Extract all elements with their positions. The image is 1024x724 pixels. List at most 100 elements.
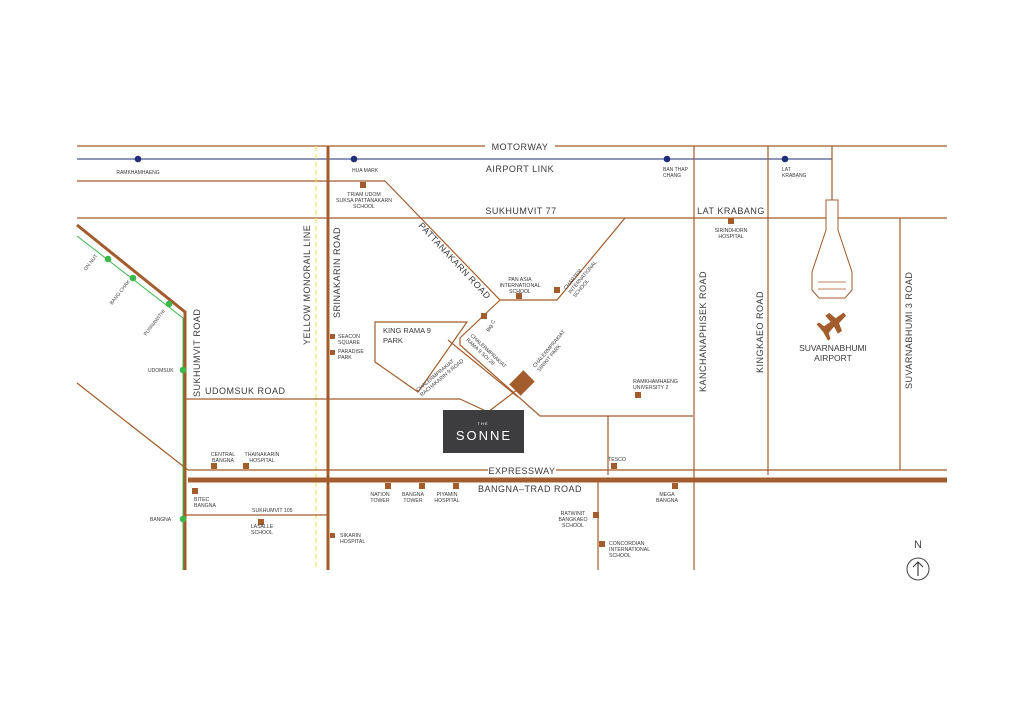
svg-text:HOSPITAL: HOSPITAL	[340, 539, 365, 545]
north-arrow-icon	[912, 561, 924, 576]
station-dot	[781, 155, 789, 163]
svg-text:PARK: PARK	[383, 336, 403, 345]
compass-circle-icon	[906, 557, 930, 581]
yellow-monorail-label: YELLOW MONORAIL LINE	[302, 225, 312, 345]
road-line	[76, 382, 189, 471]
runway-shape	[811, 199, 853, 299]
svg-text:CHALERMPRAKIAT: CHALERMPRAKIAT	[469, 333, 508, 370]
station-lat-krabang-2: KRABANG	[782, 173, 807, 179]
poi-chalerm-park: CHALERMPRAKIAT SIRIKIT PARK	[532, 329, 567, 373]
project-name: SONNE	[456, 428, 512, 443]
svg-text:LASALLE: LASALLE	[251, 524, 274, 530]
station-ban-thap-chang-2: CHANG	[663, 173, 681, 179]
poi-lasalle: LASALLE SCHOOL	[251, 524, 274, 536]
bts-stations: ON NUT BANG CHAK PUNNAWITHI UDOMSUK BANG…	[83, 253, 187, 523]
svg-text:CONCORDIAN: CONCORDIAN	[609, 541, 645, 547]
poi-marker	[728, 218, 734, 224]
station-dot	[350, 155, 358, 163]
poi-charter: CHARTER INTERNATIONAL SCHOOL	[563, 260, 599, 299]
svg-text:RATWINIT: RATWINIT	[561, 511, 587, 517]
poi-marker	[192, 488, 198, 494]
station-dot	[134, 155, 142, 163]
svg-text:BANGNA: BANGNA	[194, 503, 216, 509]
svg-text:INTERNATIONAL: INTERNATIONAL	[609, 547, 650, 553]
airport-name-line-1: SUVARNABHUMI	[799, 343, 867, 353]
svg-text:PARK: PARK	[338, 355, 352, 361]
king-rama-9-park	[374, 321, 469, 393]
svg-text:SIKARIN: SIKARIN	[340, 533, 361, 539]
poi-marker	[481, 313, 487, 319]
svg-text:RAMKHAMHAENG: RAMKHAMHAENG	[633, 379, 678, 385]
station-dot	[179, 515, 187, 523]
svg-text:SCHOOL: SCHOOL	[609, 553, 631, 559]
sukhumvit-road-line	[76, 223, 187, 570]
poi-concordian: CONCORDIAN INTERNATIONAL SCHOOL	[609, 541, 650, 559]
poi-marker	[593, 512, 599, 518]
poi-seacon: SEACON SQUARE	[338, 334, 360, 346]
sukhumvit-road-label: SUKHUMVIT ROAD	[192, 309, 202, 397]
svg-text:CENTRAL: CENTRAL	[211, 452, 235, 458]
poi-marker	[516, 293, 522, 299]
station-lat-krabang: LAT	[782, 167, 791, 173]
poi-thainakarin: THAINAKARIN HOSPITAL	[245, 452, 280, 464]
sukhumvit-105-label: SUKHUMVIT 105	[252, 508, 293, 514]
svg-text:SQUARE: SQUARE	[338, 340, 360, 346]
north-compass: N	[906, 539, 930, 581]
poi-pan-asia: PAN ASIA INTERNATIONAL SCHOOL	[499, 277, 540, 295]
road-line	[459, 299, 693, 417]
poi-marker	[419, 483, 425, 489]
svg-text:HOSPITAL: HOSPITAL	[249, 458, 274, 464]
svg-text:SCHOOL: SCHOOL	[353, 204, 375, 210]
airport-name-line-2: AIRPORT	[814, 353, 852, 363]
poi-triam-udom: TRIAM UDOM SUKSA PATTANAKARN SCHOOL	[336, 192, 392, 210]
svg-text:PIYAMIN: PIYAMIN	[437, 492, 458, 498]
poi-marker	[330, 350, 335, 355]
station-hua-mark: HUA MARK	[352, 168, 379, 174]
poi-marker	[453, 483, 459, 489]
poi-marker	[599, 541, 605, 547]
svg-text:SCHOOL: SCHOOL	[251, 530, 273, 536]
poi-nation-tower: NATION TOWER	[370, 492, 389, 504]
poi-marker	[554, 287, 560, 293]
project-the-sonne[interactable]: THE SONNE	[443, 410, 524, 453]
svg-text:SEACON: SEACON	[338, 334, 360, 340]
svg-text:TOWER: TOWER	[403, 498, 422, 504]
station-udomsuk: UDOMSUK	[148, 368, 174, 374]
poi-marker	[635, 392, 641, 398]
svg-text:THAINAKARIN: THAINAKARIN	[245, 452, 280, 458]
project-prefix: THE	[478, 421, 489, 426]
svg-text:BANGNA: BANGNA	[656, 498, 678, 504]
station-on-nut: ON NUT	[83, 253, 100, 272]
suvarnabhumi-airport: SUVARNABHUMI AIRPORT	[799, 199, 867, 363]
svg-text:HOSPITAL: HOSPITAL	[434, 498, 459, 504]
poi-marker	[330, 334, 335, 339]
poi-sikarin: SIKARIN HOSPITAL	[340, 533, 365, 545]
svg-text:SCHOOL: SCHOOL	[562, 523, 584, 529]
svg-text:TRIAM UDOM: TRIAM UDOM	[347, 192, 380, 198]
poi-ramkhamhaeng-u2: RAMKHAMHAENG UNIVERSITY 2	[633, 379, 678, 391]
station-dot	[165, 300, 173, 308]
station-ban-thap-chang: BAN THAP	[663, 167, 689, 173]
svg-text:HOSPITAL: HOSPITAL	[718, 234, 743, 240]
lat-krabang-label: LAT KRABANG	[697, 206, 765, 216]
svg-text:CHALERMPRAKIAT: CHALERMPRAKIAT	[532, 329, 567, 370]
expressway-label: EXPRESSWAY	[488, 466, 555, 476]
kanchanaphisek-road-label: KANCHANAPHISEK ROAD	[698, 271, 708, 392]
svg-text:PAN ASIA: PAN ASIA	[508, 277, 532, 283]
station-dot	[104, 255, 112, 263]
poi-big-c: Big C	[486, 319, 498, 333]
poi-bitec: BITEC BANGNA	[194, 497, 216, 509]
road-network	[76, 145, 947, 570]
poi-marker	[385, 483, 391, 489]
station-ramkhamhaeng: RAMKHAMHAENG	[116, 170, 159, 176]
pattanakarn-road-line	[384, 180, 626, 301]
svg-text:KING RAMA 9: KING RAMA 9	[383, 326, 431, 335]
poi-marker	[211, 463, 217, 469]
kingkaeo-road-label: KINGKAEO ROAD	[755, 291, 765, 373]
suvarnabhumi-3-road-label: SUVARNABHUMI 3 ROAD	[904, 272, 914, 389]
poi-central-bangna: CENTRAL BANGNA	[211, 452, 235, 464]
station-punnawithi: PUNNAWITHI	[143, 309, 167, 338]
chalermprakiat-park-marker	[509, 370, 535, 396]
poi-marker	[672, 483, 678, 489]
